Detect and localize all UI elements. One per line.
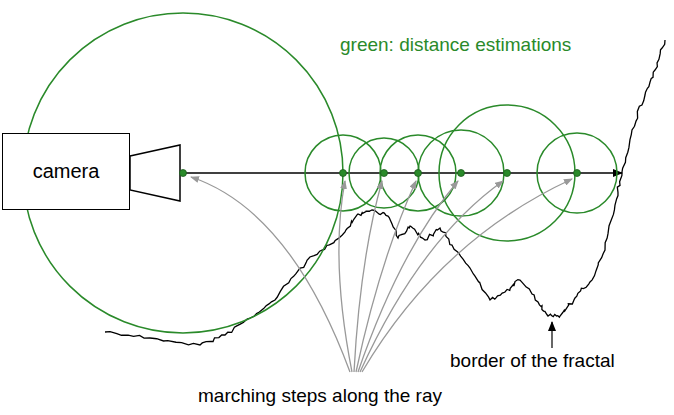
- caption-label: marching steps along the ray: [198, 385, 442, 407]
- leader-line: [551, 322, 552, 348]
- fractal-outline: [105, 40, 665, 345]
- ray: [183, 172, 622, 174]
- camera-lens: [130, 145, 180, 201]
- legend-note: green: distance estimations: [340, 34, 571, 56]
- camera-box: camera: [2, 133, 130, 210]
- step-dots: [180, 170, 581, 177]
- fractal-border: [105, 40, 665, 345]
- leader-lines: [191, 177, 572, 372]
- part-label: border of the fractal: [450, 350, 615, 372]
- node-label: camera: [33, 160, 100, 183]
